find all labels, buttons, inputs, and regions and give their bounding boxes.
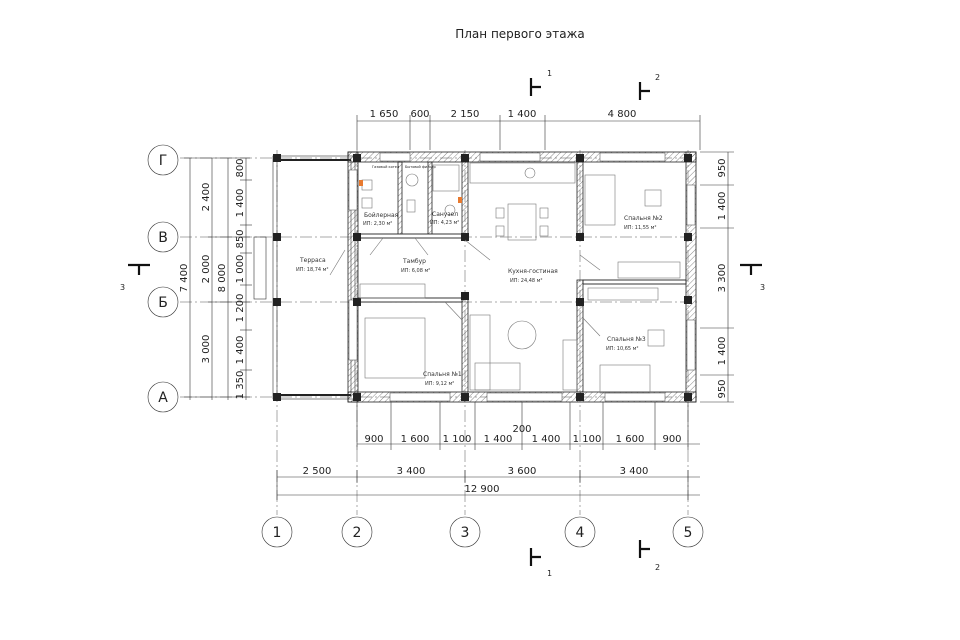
axis-label-y: В — [158, 230, 168, 246]
svg-text:950: 950 — [717, 158, 728, 177]
axis-label-x: 1 — [273, 525, 282, 541]
terrace — [253, 155, 356, 400]
room-area-bed1: ИП: 9,12 м² — [425, 381, 454, 387]
dimension-bottom-mid: 2 500 3 400 3 600 3 400 12 900 — [276, 466, 700, 500]
svg-text:3 400: 3 400 — [397, 466, 426, 477]
columns — [273, 154, 692, 401]
dimension-top: 1 650 600 2 150 1 400 4 800 — [356, 109, 701, 150]
svg-text:3 600: 3 600 — [508, 466, 537, 477]
svg-text:900: 900 — [662, 434, 681, 445]
room-name-bed2: Спальня №2 — [624, 215, 663, 222]
room-area-kitchen: ИП: 24,48 м² — [510, 278, 542, 284]
svg-text:2 500: 2 500 — [303, 466, 332, 477]
room-name-bed3: Спальня №3 — [607, 336, 646, 343]
svg-text:3 300: 3 300 — [717, 264, 728, 293]
svg-text:1 400: 1 400 — [532, 434, 561, 445]
svg-text:1 400: 1 400 — [235, 336, 246, 365]
svg-text:1 350: 1 350 — [235, 371, 246, 400]
dim-total-x: 12 900 — [465, 484, 500, 495]
svg-text:1 650: 1 650 — [370, 109, 399, 120]
plan-title: План первого этажа — [455, 27, 585, 41]
axis-label-x: 3 — [461, 525, 470, 541]
svg-text:2 150: 2 150 — [451, 109, 480, 120]
dimension-bottom-inner: 900 1 600 1 100 1 400 1 400 1 100 1 600 … — [356, 402, 700, 450]
dimension-left: 2 400 2 000 3 000 7 400 8 000 800 1 400 … — [179, 157, 252, 400]
room-area-bed3: ИП: 10,65 м² — [606, 346, 638, 352]
svg-text:1: 1 — [547, 69, 552, 78]
svg-text:900: 900 — [364, 434, 383, 445]
room-area-terrace: ИП: 18,74 м² — [296, 267, 328, 273]
svg-text:3: 3 — [760, 283, 765, 292]
grid-lines — [180, 150, 700, 515]
equip-filter: Бытовой фильтр — [405, 165, 437, 169]
exterior-walls — [347, 151, 697, 403]
room-name-kitchen: Кухня-гостиная — [508, 268, 558, 275]
equip-gas: Газовый котел — [372, 165, 399, 169]
svg-text:1 200: 1 200 — [235, 294, 246, 323]
room-labels: Терраса ИП: 18,74 м² Тамбур ИП: 6,08 м² … — [296, 165, 663, 387]
svg-text:1: 1 — [547, 569, 552, 578]
axis-label-x: 2 — [353, 525, 362, 541]
interior-walls — [357, 161, 687, 393]
svg-text:1 600: 1 600 — [401, 434, 430, 445]
svg-text:2: 2 — [655, 73, 660, 82]
svg-text:1 400: 1 400 — [508, 109, 537, 120]
room-name-wc: Санузел — [432, 211, 458, 218]
svg-text:600: 600 — [410, 109, 429, 120]
svg-text:1 100: 1 100 — [443, 434, 472, 445]
section-marks: 1 2 1 2 3 3 — [120, 69, 765, 578]
svg-text:2 400: 2 400 — [201, 183, 212, 212]
room-name-tambur: Тамбур — [402, 258, 426, 265]
svg-text:1 100: 1 100 — [573, 434, 602, 445]
room-area-tambur: ИП: 6,08 м² — [401, 268, 430, 274]
svg-text:1 400: 1 400 — [717, 337, 728, 366]
svg-text:3 000: 3 000 — [201, 335, 212, 364]
furniture — [329, 162, 681, 394]
svg-text:1 000: 1 000 — [235, 255, 246, 284]
axis-label-y: А — [158, 390, 168, 406]
svg-text:3 400: 3 400 — [620, 466, 649, 477]
room-area-wc: ИП: 4,23 м² — [430, 220, 459, 226]
svg-text:3: 3 — [120, 283, 125, 292]
svg-text:1 400: 1 400 — [235, 189, 246, 218]
svg-text:4 800: 4 800 — [608, 109, 637, 120]
svg-text:800: 800 — [235, 158, 246, 177]
axis-label-y: Г — [159, 153, 168, 169]
room-area-bed2: ИП: 11,55 м² — [624, 225, 656, 231]
svg-text:850: 850 — [235, 229, 246, 248]
svg-text:7 400: 7 400 — [179, 264, 190, 293]
dimension-right: 950 1 400 3 300 1 400 950 — [700, 151, 734, 403]
svg-text:1 400: 1 400 — [484, 434, 513, 445]
axis-label-x: 5 — [684, 525, 693, 541]
room-name-terrace: Терраса — [299, 257, 326, 264]
svg-text:950: 950 — [717, 379, 728, 398]
svg-text:200: 200 — [512, 424, 531, 435]
room-name-boiler: Бойлерная — [364, 212, 399, 219]
svg-text:2: 2 — [655, 563, 660, 572]
axis-bubbles-x: 1 2 3 4 5 — [261, 516, 704, 548]
svg-text:1 400: 1 400 — [717, 192, 728, 221]
room-name-bed1: Спальня №1 — [423, 371, 462, 378]
axis-label-y: Б — [158, 295, 168, 311]
svg-text:1 600: 1 600 — [616, 434, 645, 445]
svg-text:2 000: 2 000 — [201, 255, 212, 284]
svg-text:8 000: 8 000 — [217, 264, 228, 293]
axis-label-x: 4 — [576, 525, 585, 541]
axis-bubbles-y: Г В Б А — [147, 144, 179, 413]
room-area-boiler: ИП: 2,30 м² — [363, 221, 392, 227]
